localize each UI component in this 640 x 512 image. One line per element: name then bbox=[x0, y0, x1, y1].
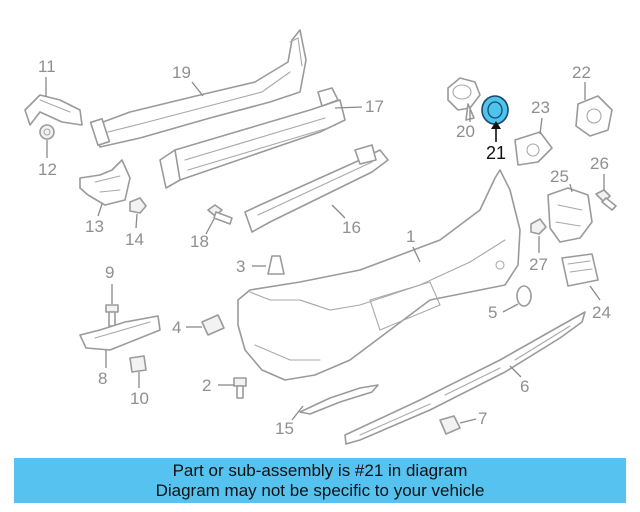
callout-24: 24 bbox=[592, 303, 611, 322]
part-12-nut bbox=[39, 124, 55, 140]
callout-9: 9 bbox=[105, 263, 114, 282]
callout-25: 25 bbox=[550, 167, 569, 186]
callout-1: 1 bbox=[406, 227, 415, 246]
callout-3: 3 bbox=[236, 257, 245, 276]
callout-7: 7 bbox=[478, 409, 487, 428]
callout-26: 26 bbox=[590, 154, 609, 173]
part-1-bumper-cover bbox=[237, 169, 521, 381]
callout-16: 16 bbox=[342, 218, 361, 237]
callout-5: 5 bbox=[488, 303, 497, 322]
callout-23: 23 bbox=[531, 98, 550, 117]
part-26-screw bbox=[595, 189, 617, 211]
part-24-module bbox=[561, 253, 599, 287]
info-banner: Part or sub-assembly is #21 in diagram D… bbox=[14, 458, 626, 503]
part-8-lower-bracket bbox=[79, 315, 161, 351]
part-22-sensor-holder bbox=[575, 95, 613, 137]
callout-2: 2 bbox=[202, 376, 211, 395]
part-16-lower-absorber bbox=[244, 144, 389, 233]
part-20-parking-sensor bbox=[447, 77, 481, 121]
part-18-bolt bbox=[207, 204, 233, 225]
part-2-bolt bbox=[233, 377, 247, 399]
callout-20: 20 bbox=[456, 122, 475, 141]
callout-21: 21 bbox=[486, 143, 506, 163]
part-10-nut bbox=[129, 355, 147, 373]
callout-17: 17 bbox=[365, 97, 384, 116]
callout-8: 8 bbox=[98, 369, 107, 388]
part-23-sensor-bracket bbox=[514, 131, 553, 166]
parts-diagram: 19 17 16 11 12 13 14 bbox=[24, 29, 617, 445]
part-19-reinforcement-bar bbox=[89, 29, 307, 148]
callout-12: 12 bbox=[38, 160, 57, 179]
banner-line-1: Part or sub-assembly is #21 in diagram bbox=[172, 460, 468, 480]
callout-13: 13 bbox=[85, 217, 104, 236]
part-6-lower-trim bbox=[344, 311, 586, 445]
callout-22: 22 bbox=[572, 63, 591, 82]
part-4-clip bbox=[201, 314, 225, 336]
part-7-clip bbox=[439, 415, 461, 435]
callout-4: 4 bbox=[172, 318, 181, 337]
part-17-energy-absorber bbox=[159, 87, 346, 189]
banner-line-2: Diagram may not be specific to your vehi… bbox=[155, 480, 485, 500]
part-21-sensor-ring-highlighted bbox=[481, 95, 509, 125]
part-9-bolt bbox=[105, 304, 119, 327]
callout-14: 14 bbox=[125, 230, 144, 249]
part-5-reflector bbox=[516, 285, 532, 307]
callout-27: 27 bbox=[529, 255, 548, 274]
callout-6: 6 bbox=[520, 377, 529, 396]
callout-18: 18 bbox=[190, 232, 209, 251]
callout-15: 15 bbox=[275, 419, 294, 438]
part-14-nut bbox=[129, 197, 147, 214]
part-11-bracket bbox=[24, 94, 83, 126]
part-15-trim-strip bbox=[299, 384, 379, 415]
part-25-side-bracket bbox=[547, 187, 593, 243]
part-3-clip bbox=[267, 255, 285, 275]
part-27-nut bbox=[530, 218, 547, 235]
callout-10: 10 bbox=[130, 389, 149, 408]
callout-19: 19 bbox=[172, 63, 191, 82]
part-13-side-bracket bbox=[79, 159, 131, 206]
callout-11: 11 bbox=[38, 57, 56, 76]
